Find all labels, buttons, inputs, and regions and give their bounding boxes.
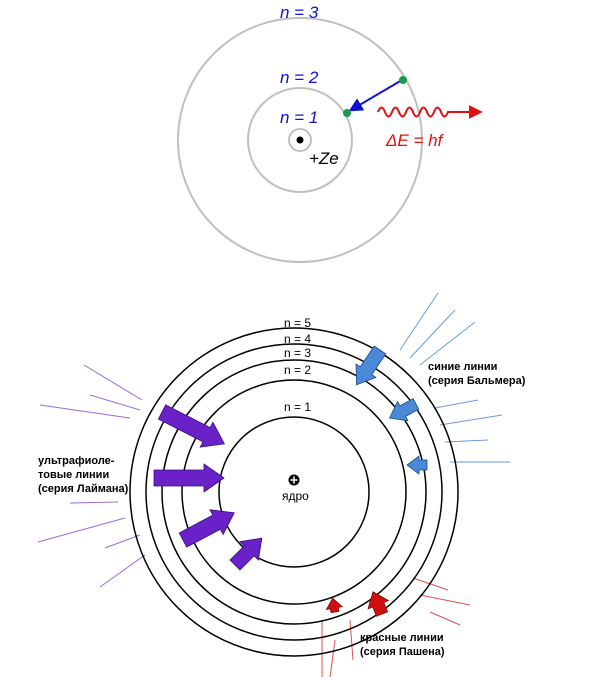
bottom-bohr-diagram: n = 5 n = 4 n = 3 n = 2 n = 1 ядро с [37,292,526,678]
nucleus-charge-label: +Ze [309,149,339,168]
balmer-arrow-from-n4 [388,398,420,422]
orbit-n1 [288,128,312,152]
orbit-n1 [218,416,370,568]
orbit-label-n5: n = 5 [284,316,311,330]
orbit-label-n2: n = 2 [284,363,311,377]
lyman-arrow-from-n3 [178,509,235,548]
orbit-label-n3: n = 3 [284,346,311,360]
lyman-arrow-from-n2 [229,537,263,571]
balmer-arrow-from-n5 [355,345,387,386]
orbit-n3 [177,17,423,263]
balmer-label: синие линии (серия Бальмера) [428,361,526,387]
top-bohr-diagram: n = 3 n = 2 n = 1 +Ze ΔE = hf [177,3,483,263]
paschen-arrows [325,591,390,617]
electron-end [343,109,351,117]
orbit-n4 [145,343,443,641]
paschen-label: красные линии (серия Пашена) [360,632,447,658]
photon-wave [377,105,483,119]
nucleus-label: ядро [282,489,309,503]
paschen-spectral-lines [321,577,471,678]
orbit-n3 [161,359,427,625]
lyman-arrows [153,404,263,571]
orbit-label-n4: n = 4 [284,332,311,346]
orbit-label-n1: n = 1 [280,108,318,127]
lyman-arrow-from-n4 [153,463,225,493]
balmer-arrows [355,345,428,475]
balmer-spectral-lines [399,292,510,463]
lyman-spectral-lines [37,364,146,588]
balmer-arrow-from-n3 [406,455,428,475]
orbit-label-n3: n = 3 [280,3,319,22]
lyman-arrow-from-n5 [157,404,225,448]
orbit-label-n1: n = 1 [284,400,311,414]
nucleus-dot [296,136,304,144]
electron-start [399,76,407,84]
orbit-n2 [181,379,407,605]
paschen-arrow-from-n4 [325,597,344,614]
plus-icon [290,476,298,484]
paschen-arrow-from-n5 [367,591,390,617]
photon-energy-label: ΔE = hf [385,131,445,150]
lyman-label: ультрафиоле- товые линии (серия Лаймана) [38,455,129,495]
transition-arrow [348,79,403,112]
orbit-label-n2: n = 2 [280,68,319,87]
orbit-n5 [129,327,459,657]
orbit-n2 [247,87,353,193]
